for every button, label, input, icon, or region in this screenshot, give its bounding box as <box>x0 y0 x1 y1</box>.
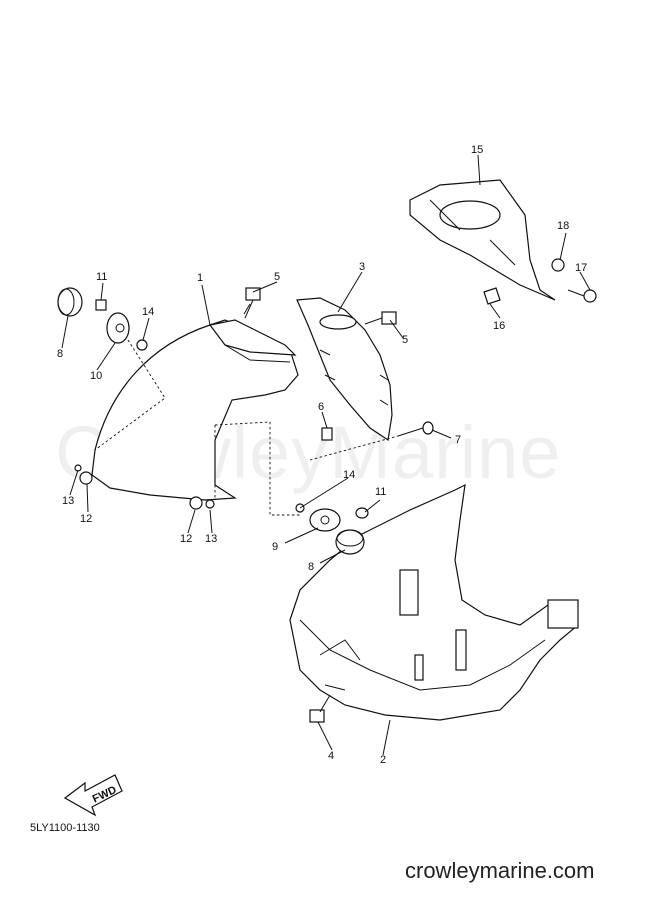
part-13-ring-right[interactable] <box>205 499 215 509</box>
callout-17: 17 <box>575 262 587 274</box>
callout-2: 2 <box>380 754 386 766</box>
leader-lines <box>61 154 591 756</box>
fwd-arrow: FWD <box>63 774 123 817</box>
part-16-clip[interactable] <box>483 287 501 305</box>
part-5-bolt-right[interactable] <box>364 311 397 325</box>
part-6-nut[interactable] <box>321 427 333 441</box>
part-17-screw[interactable] <box>567 289 597 303</box>
part-11-screw-upper[interactable] <box>95 299 107 311</box>
part-11-screw-lower[interactable] <box>355 507 369 519</box>
part-10-lamp-base[interactable] <box>106 312 130 344</box>
callout-3: 3 <box>359 261 365 273</box>
part-3-bracket[interactable] <box>296 297 393 442</box>
callout-5-upper: 5 <box>274 271 280 283</box>
callout-6: 6 <box>318 401 324 413</box>
part-15-upper-cover[interactable] <box>409 179 556 301</box>
part-14-washer-upper[interactable] <box>136 339 148 351</box>
callout-16: 16 <box>493 320 505 332</box>
callout-8-upper: 8 <box>57 348 63 360</box>
callout-11-upper: 11 <box>96 271 107 283</box>
part-4-bolt[interactable] <box>309 694 331 723</box>
part-1-front-cover[interactable] <box>91 319 299 501</box>
part-8-cap-upper[interactable] <box>57 287 83 317</box>
callout-12-right: 12 <box>180 533 192 545</box>
callout-13-right: 13 <box>205 533 217 545</box>
part-9-lamp-base[interactable] <box>309 508 341 532</box>
website-label[interactable]: crowleymarine.com <box>405 858 595 883</box>
callout-9: 9 <box>272 541 278 553</box>
callout-14-upper: 14 <box>142 306 154 318</box>
part-5-bolt-upper[interactable] <box>243 287 261 319</box>
diagram-code: 5LY1100-1130 <box>30 822 100 834</box>
callout-8-lower: 8 <box>308 561 314 573</box>
callout-11-lower: 11 <box>375 486 386 498</box>
callout-18: 18 <box>557 220 569 232</box>
callout-5-right: 5 <box>402 334 408 346</box>
callout-7: 7 <box>455 434 461 446</box>
part-12-grommet-right[interactable] <box>189 496 203 510</box>
part-18-grommet[interactable] <box>551 258 565 272</box>
callout-14-lower: 14 <box>343 469 355 481</box>
callout-10: 10 <box>90 370 102 382</box>
callout-12-left: 12 <box>80 513 92 525</box>
part-8-cap-lower[interactable] <box>335 529 365 555</box>
callout-1: 1 <box>197 272 203 284</box>
part-12-grommet-left[interactable] <box>79 471 93 485</box>
callout-15: 15 <box>471 144 483 156</box>
callout-13-left: 13 <box>62 495 74 507</box>
callout-4: 4 <box>328 750 334 762</box>
part-7-screw[interactable] <box>397 421 434 437</box>
